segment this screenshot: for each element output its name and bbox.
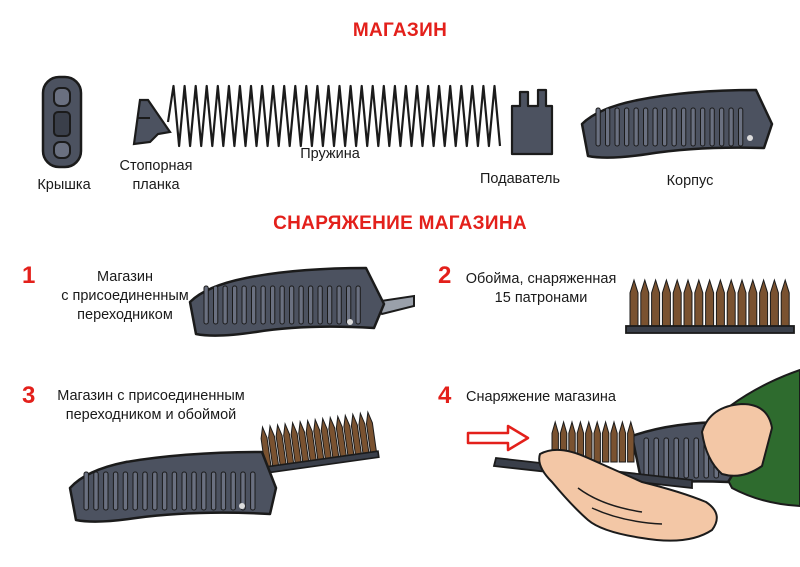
section-title: СНАРЯЖЕНИЕ МАГАЗИНА xyxy=(273,213,527,234)
step-1-number: 1 xyxy=(22,262,36,289)
label-follower: Подаватель xyxy=(479,171,561,187)
label-body: Корпус xyxy=(666,173,714,189)
magazine-body-illustration xyxy=(580,88,774,159)
direction-arrow-icon xyxy=(466,424,530,452)
step-3-number: 3 xyxy=(22,382,36,409)
follower-illustration xyxy=(510,88,554,156)
step-4-label: Снаряжение магазина xyxy=(466,389,616,405)
step-2-loaded-clip xyxy=(625,278,795,334)
step-2-number: 2 xyxy=(438,262,452,289)
step-4-loading-illustration xyxy=(492,368,800,542)
spring-illustration xyxy=(132,84,502,148)
label-spring: Пружина xyxy=(300,146,360,162)
step-1-magazine-with-adapter xyxy=(188,266,415,337)
label-stop-plate: Стопорная планка xyxy=(119,158,193,193)
step-1-label: Магазин с присоединенным переходником xyxy=(61,269,189,323)
page-title: МАГАЗИН xyxy=(352,20,448,41)
step-4-number: 4 xyxy=(438,382,452,409)
step-3-magazine-adapter-clip xyxy=(68,410,380,523)
label-cover: Крышка xyxy=(37,177,91,193)
step-2-label: Обойма, снаряженная 15 патронами xyxy=(465,271,617,306)
magazine-cover-illustration xyxy=(41,75,83,169)
step-3-label: Магазин с присоединенным переходником и … xyxy=(57,388,245,423)
